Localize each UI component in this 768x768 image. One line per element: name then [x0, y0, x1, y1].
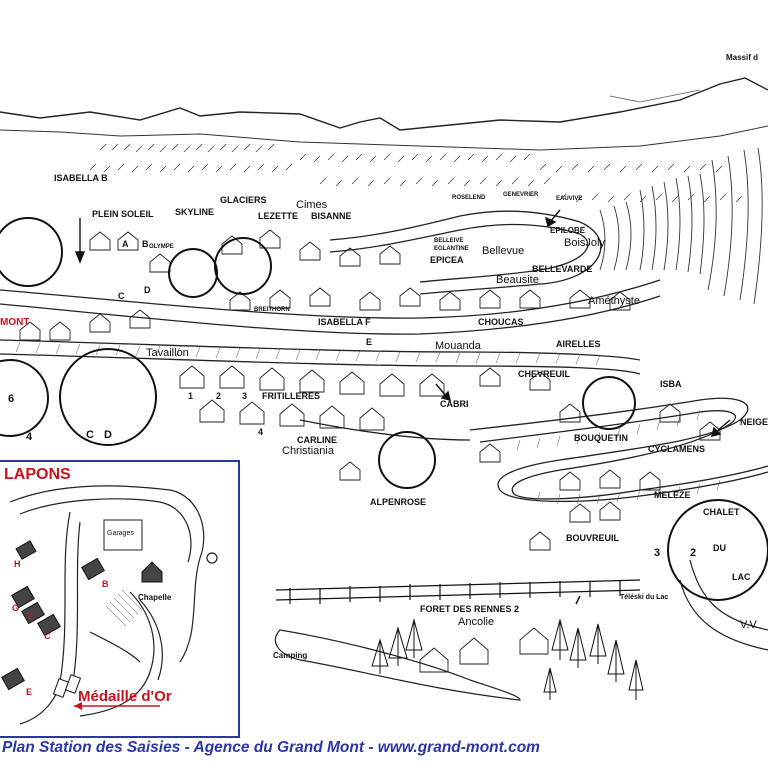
label-vv: V.V — [740, 619, 757, 631]
label-cabri: CABRI — [440, 399, 469, 409]
pine-trees — [371, 618, 644, 700]
label-isabella-b: ISABELLA B — [54, 173, 108, 183]
label-chevreuil: CHEVREUIL — [518, 369, 571, 379]
forest-hatching — [89, 143, 743, 203]
inset-drawing — [1, 485, 218, 725]
label-number-2: 2 — [216, 391, 222, 401]
label-foret-des-rennes: FORET DES RENNES 2 — [420, 604, 520, 614]
label-genevrier: GENEVRIER — [503, 192, 539, 198]
inset-letter-h: H — [14, 559, 21, 569]
label-glaciers: GLACIERS — [220, 195, 267, 205]
label-mont: MONT — [0, 317, 30, 328]
label-number-4b: 4 — [26, 431, 33, 443]
ski-lift — [275, 579, 641, 604]
label-camping: Camping — [273, 651, 308, 660]
lapons-inset-map: LAPONS Gara — [0, 460, 240, 738]
label-beausite: Beausite — [496, 274, 539, 286]
label-fritilleres: FRITILLERES — [262, 391, 320, 401]
road-hatching — [15, 341, 721, 505]
label-lac: LAC — [732, 572, 751, 582]
zone-circles — [0, 217, 768, 601]
label-boisjoly: BoisJoly — [564, 237, 605, 249]
label-letter-d-zone: D — [104, 429, 112, 441]
label-breithorn: BREITHORN — [254, 307, 290, 313]
label-teleski: Téléski du Lac — [620, 594, 669, 601]
label-letter-c: C — [118, 291, 125, 301]
inset-medaille-label: Médaille d'Or — [78, 688, 172, 705]
label-christiania: Christiania — [282, 445, 334, 457]
lower-path — [274, 559, 768, 701]
slope-lines — [599, 147, 763, 305]
label-lezette: LEZETTE — [258, 211, 298, 221]
label-bisanne: BISANNE — [311, 211, 352, 221]
label-number-2b: 2 — [690, 547, 697, 559]
label-eglantine: EGLANTINE — [434, 246, 469, 252]
label-letter-b: B — [142, 239, 149, 249]
label-tavaillon: Tavaillon — [146, 347, 189, 359]
label-epicea: EPICEA — [430, 255, 464, 265]
label-neige-dor: NEIGE D'OR — [740, 417, 768, 427]
label-meleze: MELEZE — [654, 490, 691, 500]
label-mouanda: Mouanda — [435, 340, 481, 352]
label-bellevue: Bellevue — [482, 245, 525, 257]
label-number-4: 4 — [258, 427, 264, 437]
footer-caption: Plan Station des Saisies - Agence du Gra… — [2, 739, 540, 756]
label-eauvive: EAUVIVE — [556, 196, 583, 202]
label-bouvreuil: BOUVREUIL — [566, 533, 620, 543]
label-number-6: 6 — [8, 393, 15, 405]
label-cyclamens: CYCLAMENS — [648, 444, 706, 454]
label-letter-e: E — [366, 337, 373, 347]
label-du: DU — [713, 543, 726, 553]
label-isba: ISBA — [660, 379, 682, 389]
inset-letter-g: G — [12, 603, 20, 613]
inset-letter-c: C — [44, 631, 51, 641]
label-skyline: SKYLINE — [175, 207, 215, 217]
label-ancolie: Ancolie — [458, 616, 495, 628]
roads — [0, 210, 768, 503]
label-number-3: 3 — [242, 391, 248, 401]
label-letter-a: A — [122, 239, 129, 249]
label-plein-soleil: PLEIN SOLEIL — [92, 209, 154, 219]
label-bouquetin: BOUQUETIN — [574, 433, 628, 443]
label-choucas: CHOUCAS — [478, 317, 524, 327]
label-amethyste: Améthyste — [588, 295, 640, 307]
label-olympe: OLYMPE — [149, 244, 174, 250]
label-alpenrose: ALPENROSE — [370, 497, 427, 507]
label-number-1: 1 — [188, 391, 194, 401]
pointer-arrows — [74, 209, 731, 605]
label-number-3b: 3 — [654, 547, 661, 559]
mountain-ridge — [0, 77, 768, 131]
label-airelles: AIRELLES — [556, 339, 601, 349]
inset-letter-f: F — [28, 611, 34, 621]
label-isabella-f: ISABELLA F — [318, 317, 371, 327]
label-bellevarde: BELLEVARDE — [532, 264, 593, 274]
label-roselend: ROSELEND — [452, 195, 486, 201]
inset-title: LAPONS — [4, 466, 71, 483]
label-chalet: CHALET — [703, 507, 740, 517]
label-letter-c-zone: C — [86, 429, 94, 441]
label-carline: CARLINE — [297, 435, 337, 445]
label-cimes: Cimes — [296, 199, 328, 211]
label-letter-d: D — [144, 285, 151, 295]
inset-garages: Garages — [107, 530, 134, 537]
massif-label: Massif d — [726, 53, 759, 62]
inset-letter-e: E — [26, 687, 33, 697]
inset-chapelle: Chapelle — [138, 593, 172, 602]
label-epilobe: EPILOBE — [550, 226, 586, 235]
chalet-buildings — [19, 229, 721, 673]
inset-letter-b: B — [102, 579, 109, 589]
label-belleive: BELLEIVE — [434, 238, 464, 244]
